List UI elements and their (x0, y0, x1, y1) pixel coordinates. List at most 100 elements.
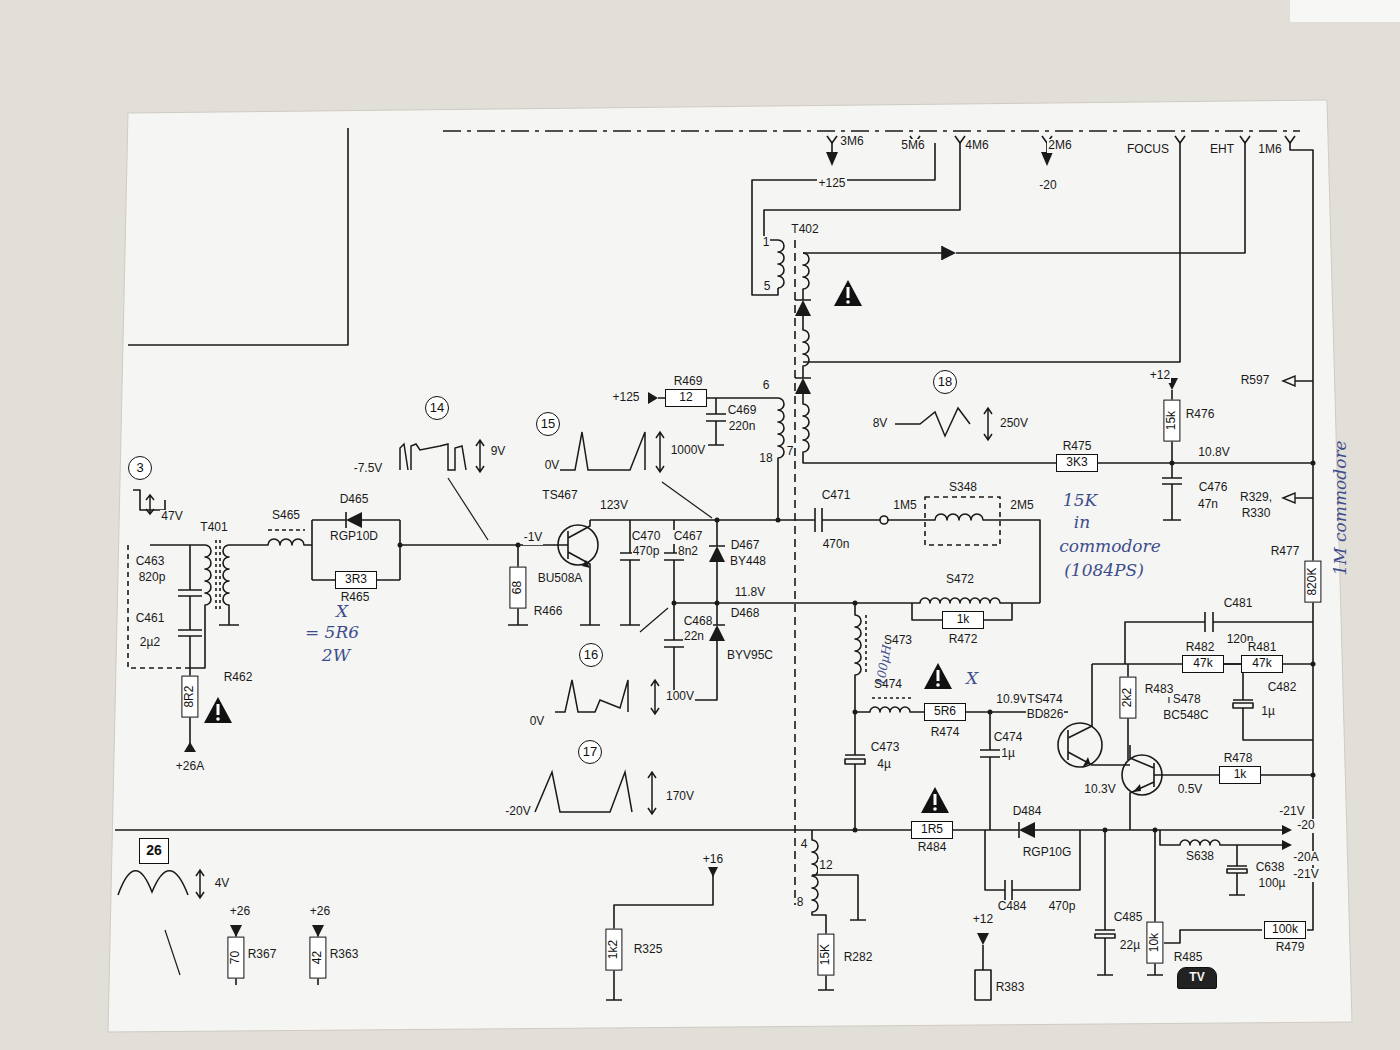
component-label: +125 (611, 391, 640, 404)
component-label: R462 (223, 671, 254, 684)
waveform (895, 408, 970, 436)
wire (888, 514, 1040, 603)
symbol-fill (715, 518, 720, 523)
wire (216, 540, 220, 612)
component-label: S638 (1185, 850, 1215, 863)
handwritten-note: X (965, 668, 979, 688)
symbol-fill (1311, 461, 1316, 466)
wire (1095, 934, 1115, 938)
callout-circle: 15 (536, 412, 560, 436)
component-label: R597 (1240, 374, 1271, 387)
component-label: 8 (796, 896, 805, 909)
component-label: +16 (702, 853, 724, 866)
wire (190, 545, 211, 668)
warning-triangle (924, 663, 952, 689)
component-label: BYV95C (726, 649, 774, 662)
symbol-fill (184, 742, 196, 752)
component-label: C467 (673, 530, 704, 543)
component-value: 26 (146, 843, 162, 858)
wire (812, 875, 866, 920)
component-label: -1V (523, 531, 544, 544)
component-label: 170V (665, 790, 695, 803)
component-label: 0.5V (1177, 783, 1204, 796)
component-label: R474 (930, 726, 961, 739)
handwritten-note: (1084PS) (1063, 560, 1145, 580)
symbol-fill (776, 518, 781, 523)
component-label: D465 (339, 493, 370, 506)
component-label: +26 (309, 905, 331, 918)
wire (658, 398, 784, 520)
component-label: -20 (1296, 819, 1315, 832)
symbol-fill (853, 601, 858, 606)
component-value: 10k (1148, 933, 1161, 952)
component-label: R282 (843, 951, 874, 964)
wire (1160, 830, 1282, 845)
component-label: 10.3V (1083, 783, 1116, 796)
wire (1130, 745, 1313, 830)
waveform (648, 772, 656, 814)
resistor-box: 1k (1219, 766, 1261, 783)
component-label: 22n (683, 630, 705, 643)
component-label: 100V (665, 690, 695, 703)
wire (606, 875, 713, 1000)
symbol-fill (346, 512, 362, 528)
open-arrow (1283, 376, 1295, 503)
warning-triangle (846, 300, 850, 304)
component-label: R482 (1185, 641, 1216, 654)
component-value: 15 (541, 417, 555, 431)
wire (980, 712, 1000, 830)
wire (982, 945, 984, 970)
wire (778, 240, 784, 288)
component-label: -21V (1292, 868, 1319, 881)
resistor-box: 100k (1264, 921, 1306, 938)
wire (508, 545, 528, 625)
resistor-box: 8R2 (181, 676, 198, 718)
component-label: 100µ (1258, 877, 1287, 890)
wire (845, 712, 865, 830)
wire (133, 490, 165, 510)
component-label: 1000V (670, 444, 707, 457)
component-label: TS467 (541, 489, 578, 502)
component-value: 12 (679, 391, 692, 404)
open-arrow (1283, 376, 1295, 386)
leader-line (448, 478, 488, 540)
wire (709, 520, 725, 603)
component-label: -20 (1038, 179, 1057, 192)
handwritten-note: in (1073, 512, 1091, 532)
warning-triangle (937, 670, 940, 681)
resistor-box: 1k2 (605, 929, 622, 971)
component-label: R367 (247, 948, 278, 961)
component-label: T401 (199, 521, 228, 534)
wire (1227, 869, 1247, 873)
component-label: C468 (683, 615, 714, 628)
handwritten-note: = 5R6 (304, 622, 360, 642)
wire (1095, 830, 1115, 975)
component-label: 4M6 (964, 139, 989, 152)
wire (752, 143, 935, 295)
component-label: C481 (1223, 597, 1254, 610)
component-label: R481 (1247, 641, 1278, 654)
component-value: 1k2 (607, 940, 620, 959)
wire (1233, 703, 1253, 708)
wire (590, 508, 880, 532)
symbol-fill (977, 933, 989, 945)
wire (880, 516, 888, 524)
wire (795, 246, 942, 378)
component-label: R483 (1144, 683, 1175, 696)
component-value: 47k (1252, 657, 1271, 670)
component-value: 3 (136, 461, 143, 475)
component-value: 820K (1306, 568, 1319, 596)
symbol-fill (648, 392, 658, 404)
wire (219, 545, 239, 625)
wire (855, 603, 1068, 712)
component-label: C476 (1198, 481, 1229, 494)
resistor-box: 68 (509, 567, 526, 609)
component-label: R484 (917, 841, 948, 854)
waveform (118, 871, 188, 895)
symbol-fill (230, 925, 242, 937)
symbol-fill (1133, 784, 1141, 792)
wire (794, 240, 796, 905)
component-value: 14 (430, 401, 444, 415)
component-label: 2M6 (1047, 139, 1072, 152)
wire (803, 253, 1313, 463)
